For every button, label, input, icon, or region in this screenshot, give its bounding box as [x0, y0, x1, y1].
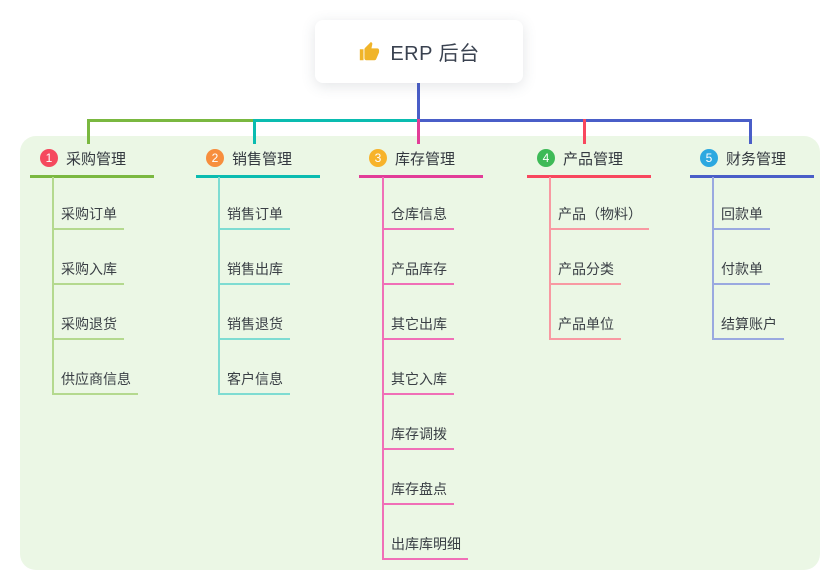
root-connector-line: [417, 83, 420, 122]
branch-node-2[interactable]: 2 销售管理: [206, 148, 292, 168]
branch-label-5: 财务管理: [726, 150, 787, 168]
leaf-node-3-6[interactable]: 库存盘点: [391, 481, 447, 497]
leaf-underline-1-1: [52, 228, 124, 230]
branch-drop-line-1: [87, 119, 90, 144]
leaf-underline-3-3: [382, 338, 454, 340]
branch-drop-line-2: [253, 119, 256, 144]
leaf-node-4-3[interactable]: 产品单位: [558, 316, 614, 332]
leaf-underline-1-2: [52, 283, 124, 285]
branch-label-2: 销售管理: [232, 150, 293, 168]
leaf-underline-2-3: [218, 338, 290, 340]
branch-node-3[interactable]: 3 库存管理: [369, 148, 455, 168]
leaf-node-3-2[interactable]: 产品库存: [391, 261, 447, 277]
branch-rail-line-1: [52, 177, 54, 395]
branch-node-1[interactable]: 1 采购管理: [40, 148, 126, 168]
branch-drop-line-4: [583, 119, 586, 144]
leaf-underline-3-6: [382, 503, 454, 505]
branch-label-1: 采购管理: [66, 150, 127, 168]
leaf-node-5-3[interactable]: 结算账户: [721, 316, 777, 332]
leaf-underline-1-3: [52, 338, 124, 340]
branch-badge-5: 5: [700, 149, 718, 167]
thumbs-up-icon: [360, 41, 380, 60]
branch-underline-4: [527, 175, 651, 178]
leaf-node-3-5[interactable]: 库存调拨: [391, 426, 447, 442]
leaf-underline-5-2: [712, 283, 770, 285]
leaf-node-2-1[interactable]: 销售订单: [227, 206, 283, 222]
leaf-node-4-1[interactable]: 产品（物料）: [558, 206, 642, 222]
leaf-underline-2-4: [218, 393, 290, 395]
leaf-node-2-2[interactable]: 销售出库: [227, 261, 283, 277]
leaf-underline-2-1: [218, 228, 290, 230]
branch-badge-1: 1: [40, 149, 58, 167]
branch-rail-line-2: [218, 177, 220, 395]
branch-drop-line-3: [417, 119, 420, 144]
leaf-node-4-2[interactable]: 产品分类: [558, 261, 614, 277]
leaf-underline-4-3: [549, 338, 621, 340]
branch-badge-2: 2: [206, 149, 224, 167]
trunk-segment-left: [87, 119, 256, 122]
leaf-underline-2-2: [218, 283, 290, 285]
branch-underline-2: [196, 175, 320, 178]
leaf-underline-3-5: [382, 448, 454, 450]
leaf-node-5-2[interactable]: 付款单: [721, 261, 763, 277]
leaf-node-3-3[interactable]: 其它出库: [391, 316, 447, 332]
branch-label-4: 产品管理: [563, 150, 624, 168]
leaf-underline-5-1: [712, 228, 770, 230]
leaf-node-1-2[interactable]: 采购入库: [61, 261, 117, 277]
leaf-underline-3-7: [382, 558, 468, 560]
branch-node-5[interactable]: 5 财务管理: [700, 148, 786, 168]
branch-underline-1: [30, 175, 154, 178]
leaf-underline-1-4: [52, 393, 138, 395]
branch-label-3: 库存管理: [395, 150, 456, 168]
leaf-underline-3-4: [382, 393, 454, 395]
leaf-underline-5-3: [712, 338, 784, 340]
leaf-node-1-4[interactable]: 供应商信息: [61, 371, 131, 387]
leaf-underline-3-1: [382, 228, 454, 230]
leaf-underline-4-1: [549, 228, 649, 230]
leaf-node-1-1[interactable]: 采购订单: [61, 206, 117, 222]
leaf-node-1-3[interactable]: 采购退货: [61, 316, 117, 332]
branch-rail-line-3: [382, 177, 384, 560]
branches-panel: [20, 136, 820, 570]
leaf-underline-4-2: [549, 283, 621, 285]
leaf-node-3-4[interactable]: 其它入库: [391, 371, 447, 387]
leaf-node-3-1[interactable]: 仓库信息: [391, 206, 447, 222]
leaf-node-2-4[interactable]: 客户信息: [227, 371, 283, 387]
branch-rail-line-5: [712, 177, 714, 340]
root-node[interactable]: ERP 后台: [315, 20, 523, 83]
root-node-label: ERP 后台: [390, 43, 480, 65]
leaf-node-2-3[interactable]: 销售退货: [227, 316, 283, 332]
branch-node-4[interactable]: 4 产品管理: [537, 148, 623, 168]
branch-underline-3: [359, 175, 483, 178]
branch-drop-line-5: [749, 119, 752, 144]
trunk-segment-middle: [253, 119, 420, 122]
branch-underline-5: [690, 175, 814, 178]
leaf-node-3-7[interactable]: 出库库明细: [391, 536, 461, 552]
branch-rail-line-4: [549, 177, 551, 340]
leaf-underline-3-2: [382, 283, 454, 285]
leaf-node-5-1[interactable]: 回款单: [721, 206, 763, 222]
branch-badge-4: 4: [537, 149, 555, 167]
branch-badge-3: 3: [369, 149, 387, 167]
